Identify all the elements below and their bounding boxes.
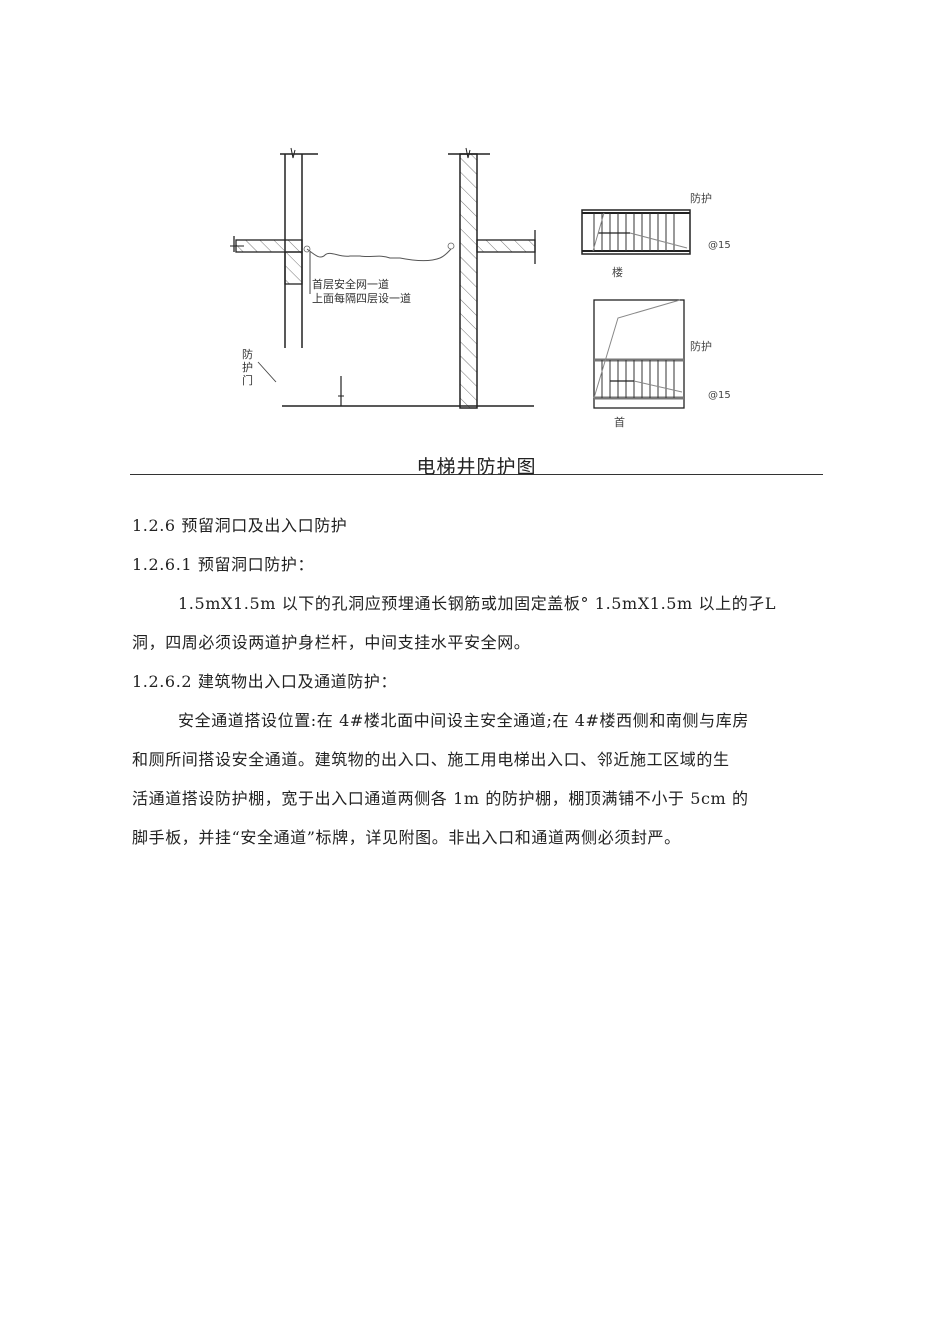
paragraph-line: 安全通道搭设位置:在 4#楼北面中间设主安全通道;在 4#楼西侧和南侧与库房 (178, 711, 749, 730)
railing-upper-spacing: @15 (708, 240, 731, 251)
railing-upper-caption: 楼 (612, 266, 623, 279)
railing-upper-label: 防护 (690, 192, 712, 205)
section-heading-1-2-6-1: 1.2.6.1 预留洞口防护： (132, 555, 315, 574)
railing-plan-lower (593, 299, 685, 409)
paragraph-entrance-protection: 安全通道搭设位置:在 4#楼北面中间设主安全通道;在 4#楼西侧和南侧与库房 和… (132, 711, 824, 867)
section-heading-1-2-6-2: 1.2.6.2 建筑物出入口及通道防护： (132, 672, 398, 691)
net-note-line-2: 上面每隔四层设一道 (312, 292, 411, 305)
paragraph-line: 脚手板，并挂“安全通道”标牌，详见附图。非出入口和通道两侧必须封严。 (132, 828, 681, 847)
paragraph-line: 活通道搭设防护棚，宽于出入口通道两侧各 1m 的防护棚，棚顶满铺不小于 5cm … (132, 789, 749, 808)
figure-caption: 电梯井防护图 (416, 456, 537, 478)
railing-lower-spacing: @15 (708, 390, 731, 401)
elevator-shaft-diagram: 首层安全网一道 上面每隔四层设一道 防护门 防护 @15 楼 防护 @15 首 (230, 140, 750, 430)
railing-lower-label: 防护 (690, 340, 712, 353)
caption-underline (130, 474, 823, 475)
paragraph-line: 1.5mX1.5m 以下的孔洞应预埋通长钢筋或加固定盖板° 1.5mX1.5m … (178, 594, 777, 613)
railing-plan-upper (581, 209, 691, 255)
paragraph-reserved-openings: 1.5mX1.5m 以下的孔洞应预埋通长钢筋或加固定盖板° 1.5mX1.5m … (132, 594, 824, 672)
paragraph-line: 和厕所间搭设安全通道。建筑物的出入口、施工用电梯出入口、邻近施工区域的生 (132, 750, 730, 769)
section-heading-1-2-6: 1.2.6 预留洞口及出入口防护 (132, 516, 348, 535)
railing-lower-caption: 首 (614, 416, 625, 429)
net-note-line-1: 首层安全网一道 (312, 278, 389, 291)
paragraph-line: 洞，四周必须设两道护身栏杆，中间支挂水平安全网。 (132, 633, 531, 652)
safety-net-note: 首层安全网一道 上面每隔四层设一道 (312, 278, 411, 306)
shaft-section-drawing (230, 147, 691, 409)
protective-door-label: 防护门 (242, 348, 253, 387)
